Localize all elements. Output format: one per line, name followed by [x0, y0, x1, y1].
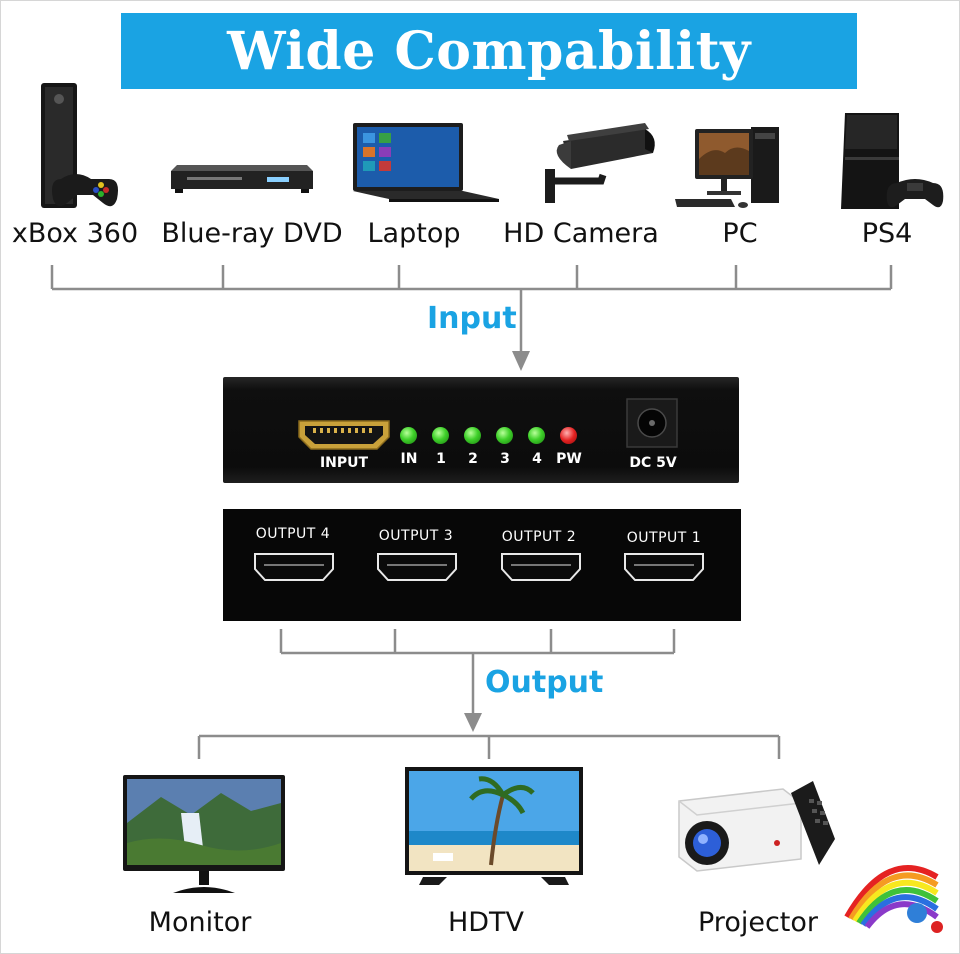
led-3-indicator: [496, 427, 513, 444]
input-port-label: INPUT: [319, 455, 369, 471]
dvd-player-icon: [171, 165, 313, 193]
output-label-1: OUTPUT 1: [626, 530, 702, 546]
led-2-indicator: [464, 427, 481, 444]
hdmi-output-port-1-icon: [624, 553, 704, 581]
input-label-laptop: Laptop: [367, 218, 461, 249]
tv-icon: [405, 767, 583, 885]
projector-icon: [678, 781, 835, 872]
display-label-projector: Projector: [698, 907, 818, 938]
xbox-icon: [41, 83, 118, 208]
input-label-camera: HD Camera: [503, 218, 659, 249]
page-title: Wide Compability: [227, 20, 751, 82]
hdmi-output-port-4-icon: [254, 553, 334, 581]
hdmi-input-port-icon: [298, 420, 390, 450]
dc-power-jack-icon: [626, 398, 678, 448]
laptop-icon: [353, 123, 499, 202]
camera-icon: [545, 123, 655, 203]
led-label-in: IN: [400, 451, 418, 467]
power-port-label: DC 5V: [629, 455, 677, 471]
pc-icon: [675, 127, 779, 208]
output-label-2: OUTPUT 2: [501, 529, 577, 545]
input-label-dvd: Blue-ray DVD: [161, 218, 343, 249]
led-label-1: 1: [436, 451, 446, 467]
led-label-3: 3: [500, 451, 510, 467]
input-label-pc: PC: [722, 218, 758, 249]
ps4-icon: [841, 113, 944, 209]
led-in-indicator: [400, 427, 417, 444]
store-logo-icon: [837, 837, 949, 937]
input-label-xbox: xBox 360: [11, 218, 139, 249]
led-label-2: 2: [468, 451, 478, 467]
display-label-monitor: Monitor: [148, 907, 252, 938]
led-label-4: 4: [532, 451, 542, 467]
input-flow-label: Input: [427, 301, 517, 336]
display-label-hdtv: HDTV: [447, 907, 525, 938]
output-label-3: OUTPUT 3: [378, 528, 454, 544]
output-flow-label: Output: [485, 665, 604, 700]
monitor-icon: [123, 775, 285, 893]
led-1-indicator: [432, 427, 449, 444]
led-pw-indicator: [560, 427, 577, 444]
output-label-4: OUTPUT 4: [255, 526, 331, 542]
led-4-indicator: [528, 427, 545, 444]
hdmi-output-port-3-icon: [377, 553, 457, 581]
led-label-pw: PW: [556, 451, 582, 467]
title-banner: Wide Compability: [121, 13, 857, 89]
input-label-ps4: PS4: [861, 218, 913, 249]
hdmi-output-port-2-icon: [501, 553, 581, 581]
